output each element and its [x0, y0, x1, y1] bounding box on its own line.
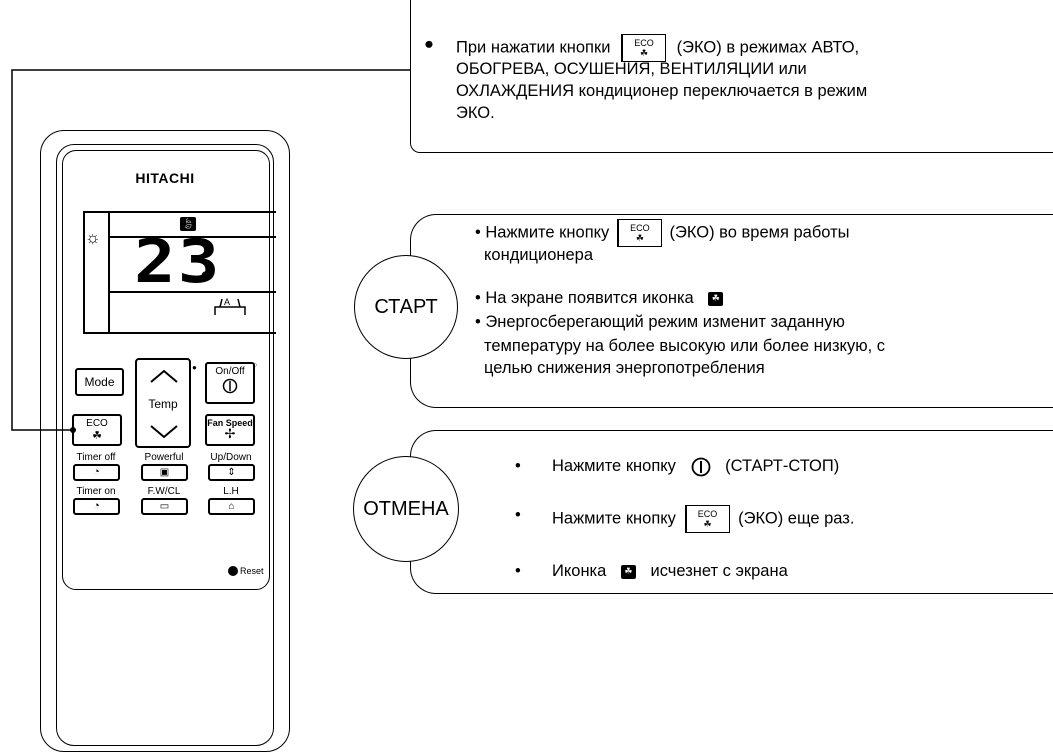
- temp-label: Temp: [148, 397, 178, 411]
- reset-button[interactable]: [228, 566, 238, 576]
- cancel-item-2: Нажмите кнопку ECO☘︎ (ЭКО) еще раз.: [552, 505, 854, 533]
- callout-eco-info: [410, 0, 1053, 153]
- cancel-item-1: Нажмите кнопку (СТАРТ-СТОП): [552, 456, 839, 477]
- cancel-item-1-after: (СТАРТ-СТОП): [725, 457, 840, 475]
- louver-icon: A: [214, 297, 246, 315]
- eco-button-ref: ECO☘︎: [621, 34, 667, 62]
- powerful-button[interactable]: ▣: [141, 464, 188, 481]
- callout-line-4: ЭКО.: [456, 104, 495, 122]
- eco-button[interactable]: ECO ☘︎: [72, 414, 122, 446]
- cancel-item-3: Иконка ☘︎ исчезнет с экрана: [552, 561, 788, 582]
- timer-on-label: Timer on: [76, 486, 116, 497]
- brand-logo: HITACHI: [135, 170, 195, 186]
- eco-leaf-icon: ☘︎: [635, 233, 644, 243]
- timer-off-label: Timer off: [76, 452, 116, 463]
- timer-on-button[interactable]: ◔: [73, 498, 120, 515]
- eco-button-ref: ECO☘︎: [684, 505, 730, 533]
- cancel-bullet-2: •: [515, 506, 521, 524]
- up-down-button[interactable]: ⇕: [208, 464, 255, 481]
- clock-icon: ◔: [93, 500, 100, 512]
- cancel-item-2-before: Нажмите кнопку: [552, 509, 676, 528]
- lcd-divider-top: [110, 236, 276, 238]
- eco-leaf-icon: ☘︎: [92, 430, 102, 442]
- on-off-label: On/Off: [215, 366, 245, 377]
- reset-label: Reset: [240, 566, 264, 576]
- filter-icon: ▭: [159, 501, 170, 512]
- eco-leaf-icon: ☘︎: [639, 48, 649, 58]
- start-item-1-before: • Нажмите кнопку: [475, 223, 610, 242]
- power-icon: [222, 378, 238, 394]
- remote-face: [62, 150, 270, 590]
- start-item-3-line-2: температуру на более высокую или более н…: [484, 337, 885, 355]
- on-off-indicator: ○: [253, 362, 258, 369]
- fw-cl-label: F.W/CL: [147, 486, 181, 497]
- temp-down-icon: [150, 425, 178, 439]
- start-circle: СТАРТ: [354, 255, 458, 359]
- temp-rocker[interactable]: Temp: [135, 358, 191, 448]
- home-icon: ⌂: [228, 501, 235, 512]
- start-item-3-line-1: • Энергосберегающий режим изменит заданн…: [475, 313, 845, 331]
- start-item-1-after: (ЭКО) во время работы: [669, 223, 850, 242]
- eco-leaf-icon: ☘︎: [708, 291, 724, 306]
- lcd-display: [83, 211, 276, 334]
- degree-icon: °: [204, 259, 208, 270]
- cancel-item-3-after: исчезнет с экрана: [650, 562, 788, 580]
- powerful-icon: ▣: [159, 467, 170, 478]
- callout-line-2: ОБОГРЕВА, ОСУШЕНИЯ, ВЕНТИЛЯЦИИ или: [456, 60, 807, 78]
- lcd-unit: c: [201, 267, 209, 284]
- lcd-divider-bottom: [110, 291, 276, 293]
- callout-line-3: ОХЛАЖДЕНИЯ кондиционер переключается в р…: [456, 82, 868, 100]
- lcd-temperature: 23: [134, 227, 222, 297]
- eco-leaf-icon: ☘︎: [703, 519, 712, 529]
- cancel-bullet-1: •: [515, 457, 521, 475]
- fan-icon: ✢: [224, 426, 236, 441]
- lcd-divider-left: [108, 211, 110, 334]
- callout-line-1-after: (ЭКО) в режимах АВТО,: [676, 38, 860, 57]
- swing-icon: ⇕: [227, 467, 236, 478]
- connector-line: [11, 69, 410, 433]
- cancel-circle: ОТМЕНА: [353, 456, 459, 562]
- eco-button-label: ECO: [86, 418, 108, 429]
- svg-text:A: A: [224, 297, 230, 307]
- eco-button-ref: ECO☘︎: [616, 219, 662, 247]
- mode-button[interactable]: Mode: [75, 368, 124, 396]
- callout-bullet: ●: [424, 35, 434, 53]
- power-icon: [691, 457, 710, 477]
- fan-speed-label: Fan Speed: [207, 418, 253, 428]
- cancel-item-3-before: Иконка: [552, 562, 607, 580]
- timer-off-button[interactable]: ◔: [73, 464, 120, 481]
- eco-leaf-icon: 🍃︎: [180, 217, 196, 231]
- clock-icon: ◔: [93, 466, 100, 478]
- start-item-1: • Нажмите кнопку ECO☘︎ (ЭКО) во время ра…: [475, 219, 850, 247]
- temp-up-icon: [150, 369, 178, 383]
- cancel-item-1-before: Нажмите кнопку: [552, 457, 676, 475]
- temp-indicator-dot: ●: [192, 363, 197, 372]
- powerful-label: Powerful: [144, 452, 184, 463]
- fw-cl-button[interactable]: ▭: [141, 498, 188, 515]
- on-off-button[interactable]: On/Off: [205, 362, 255, 404]
- start-item-1-line-2: кондиционера: [484, 246, 594, 264]
- callout-line-1: При нажатии кнопки ECO☘︎ (ЭКО) в режимах…: [456, 34, 859, 62]
- up-down-label: Up/Down: [210, 452, 252, 463]
- cancel-bullet-3: •: [515, 562, 521, 580]
- eco-leaf-icon: ☘︎: [620, 564, 636, 579]
- lh-label: L.H: [223, 486, 239, 497]
- start-item-3-line-3: целью снижения энергопотребления: [484, 359, 765, 377]
- lh-button[interactable]: ⌂: [208, 498, 255, 515]
- sun-icon: ☼: [85, 228, 101, 247]
- cancel-item-2-after: (ЭКО) еще раз.: [738, 509, 855, 528]
- callout-line-1-before: При нажатии кнопки: [456, 38, 611, 57]
- start-item-2-text: • На экране появится иконка: [475, 289, 694, 307]
- start-item-2: • На экране появится иконка ☘︎: [475, 288, 724, 309]
- fan-speed-button[interactable]: Fan Speed ✢: [205, 414, 255, 446]
